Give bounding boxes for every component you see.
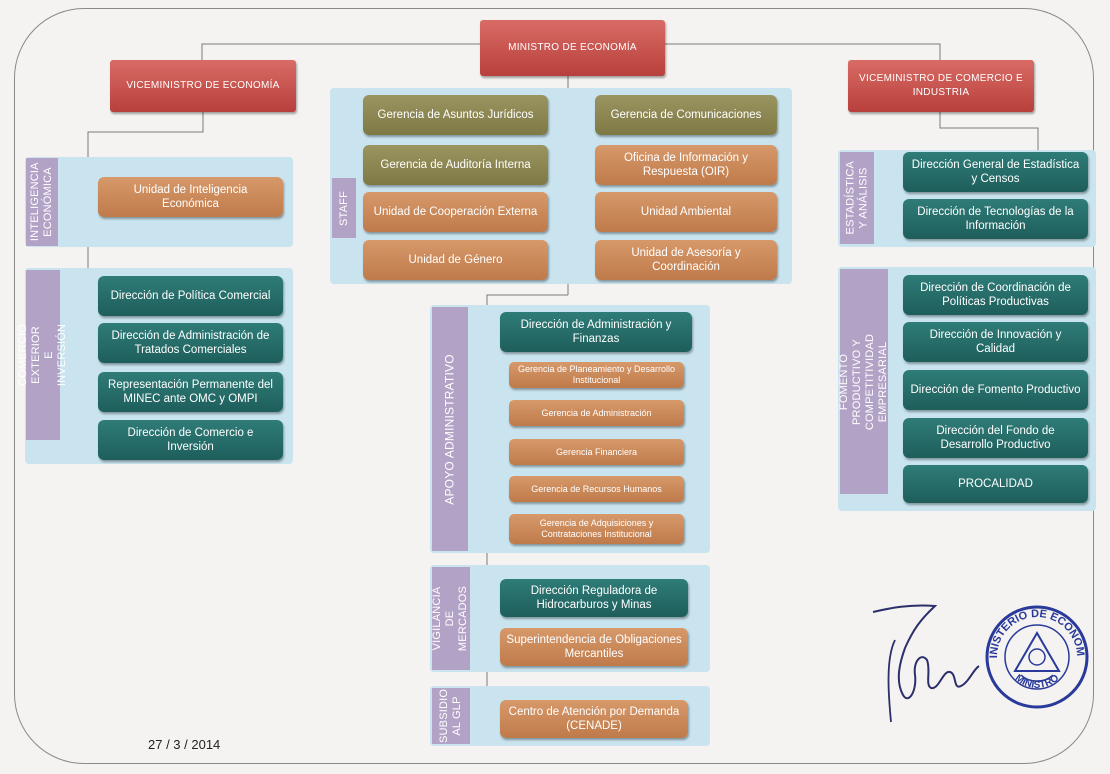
fomento-unit: Dirección de Innovación y Calidad (903, 322, 1088, 362)
comercio-label: COMERCIO EXTERIOR E INVERSIÓN (17, 270, 68, 440)
date-label: 27 / 3 / 2014 (148, 737, 221, 752)
apoyo-unit: Gerencia Financiera (509, 439, 684, 465)
ministry-seal: MINISTERIO DE ECONOMIA MINISTRO (985, 605, 1089, 709)
staff-label: STAFF (332, 178, 356, 238)
fomento-label: FOMENTO PRODUCTIVO Y COMPETITIVIDAD EMPR… (838, 269, 889, 494)
inteligencia-unit: Unidad de Inteligencia Económica (98, 177, 283, 217)
staff-unit: Gerencia de Comunicaciones (595, 95, 777, 135)
vice-comercio-box: VICEMINISTRO DE COMERCIO E INDUSTRIA (848, 60, 1034, 112)
subsidio-unit: Centro de Atención por Demanda (CENADE) (500, 700, 688, 738)
staff-unit: Unidad Ambiental (595, 192, 777, 232)
apoyo-head: Dirección de Administración y Finanzas (500, 312, 692, 352)
comercio-unit: Dirección de Comercio e Inversión (98, 420, 283, 460)
staff-unit: Unidad de Género (363, 240, 548, 280)
staff-unit: Unidad de Asesoría y Coordinación (595, 240, 777, 280)
apoyo-label: APOYO ADMINISTRATIVO (432, 307, 468, 551)
vigilancia-unit: Superintendencia de Obligaciones Mercant… (500, 628, 688, 666)
apoyo-unit: Gerencia de Adquisiciones y Contratacion… (509, 514, 684, 544)
apoyo-unit: Gerencia de Planeamiento y Desarrollo In… (509, 362, 684, 388)
vigilancia-unit: Dirección Reguladora de Hidrocarburos y … (500, 579, 688, 617)
minister-box: MINISTRO DE ECONOMÍA (480, 20, 665, 76)
comercio-unit: Representación Permanente del MINEC ante… (98, 372, 283, 412)
vigilancia-label: VIGILANCIA DE MERCADOS (432, 567, 470, 670)
staff-unit: Unidad de Cooperación Externa (363, 192, 548, 232)
estadistica-label: ESTADÍSTICA Y ANÁLISIS (840, 152, 874, 244)
fomento-unit: Dirección de Coordinación de Políticas P… (903, 275, 1088, 315)
estadistica-unit: Dirección de Tecnologías de la Informaci… (903, 199, 1088, 239)
apoyo-unit: Gerencia de Administración (509, 400, 684, 426)
subsidio-label: SUBSIDIO AL GLP (432, 688, 470, 744)
comercio-unit: Dirección de Administración de Tratados … (98, 323, 283, 363)
fomento-unit: PROCALIDAD (903, 465, 1088, 503)
staff-unit: Oficina de Información y Respuesta (OIR) (595, 145, 777, 185)
staff-unit: Gerencia de Auditoría Interna (363, 145, 548, 185)
seal-bottom-text: MINISTRO (1013, 673, 1062, 691)
comercio-unit: Dirección de Política Comercial (98, 276, 283, 316)
inteligencia-label: INTELIGENCIA ECONÓMICA (26, 158, 58, 246)
vice-economia-box: VICEMINISTRO DE ECONOMÍA (110, 60, 296, 112)
apoyo-unit: Gerencia de Recursos Humanos (509, 476, 684, 502)
seal-top-text: MINISTERIO DE ECONOMIA (985, 605, 1086, 658)
estadistica-unit: Dirección General de Estadística y Censo… (903, 152, 1088, 192)
signature (872, 604, 980, 723)
fomento-unit: Dirección de Fomento Productivo (903, 370, 1088, 410)
fomento-unit: Dirección del Fondo de Desarrollo Produc… (903, 418, 1088, 458)
staff-unit: Gerencia de Asuntos Jurídicos (363, 95, 548, 135)
